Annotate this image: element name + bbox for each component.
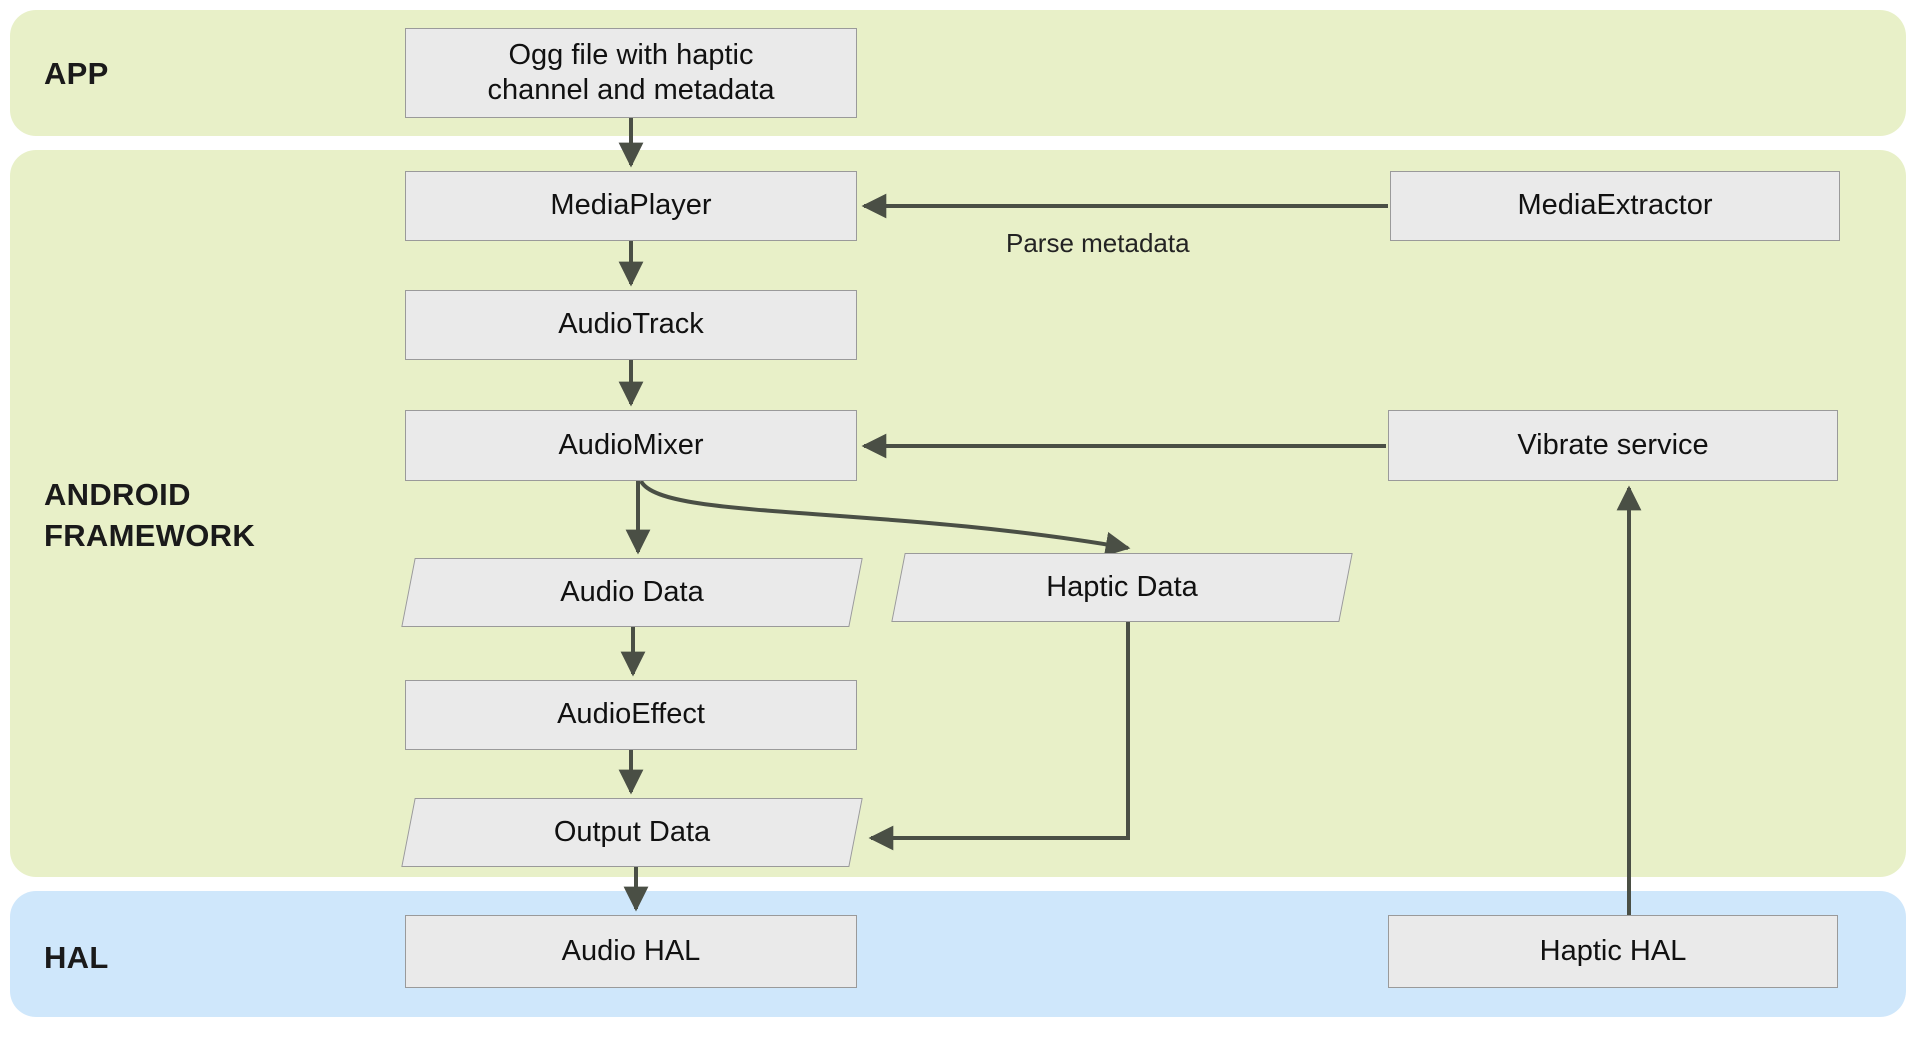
node-output-data[interactable]: Output Data — [401, 798, 863, 867]
node-haptic-data[interactable]: Haptic Data — [891, 553, 1353, 622]
node-haptic-hal[interactable]: Haptic HAL — [1388, 915, 1838, 988]
node-audio-data-label: Audio Data — [560, 575, 704, 608]
node-media-player[interactable]: MediaPlayer — [405, 171, 857, 241]
node-media-extractor[interactable]: MediaExtractor — [1390, 171, 1840, 241]
node-ogg-file[interactable]: Ogg file with haptic channel and metadat… — [405, 28, 857, 118]
node-audio-data[interactable]: Audio Data — [401, 558, 863, 627]
node-audio-track[interactable]: AudioTrack — [405, 290, 857, 360]
edge-label-parse-metadata: Parse metadata — [1006, 228, 1190, 258]
band-label-hal: HAL — [44, 940, 109, 975]
band-label-app: APP — [44, 56, 109, 91]
band-android-framework — [10, 150, 1906, 877]
node-output-data-label: Output Data — [553, 815, 711, 848]
band-app — [10, 10, 1906, 136]
node-audio-effect[interactable]: AudioEffect — [405, 680, 857, 750]
node-audio-hal[interactable]: Audio HAL — [405, 915, 857, 988]
node-vibrate-service[interactable]: Vibrate service — [1388, 410, 1838, 481]
node-haptic-data-label: Haptic Data — [1046, 570, 1198, 603]
node-audio-mixer[interactable]: AudioMixer — [405, 410, 857, 481]
band-label-android-framework: ANDROID FRAMEWORK — [44, 477, 256, 553]
